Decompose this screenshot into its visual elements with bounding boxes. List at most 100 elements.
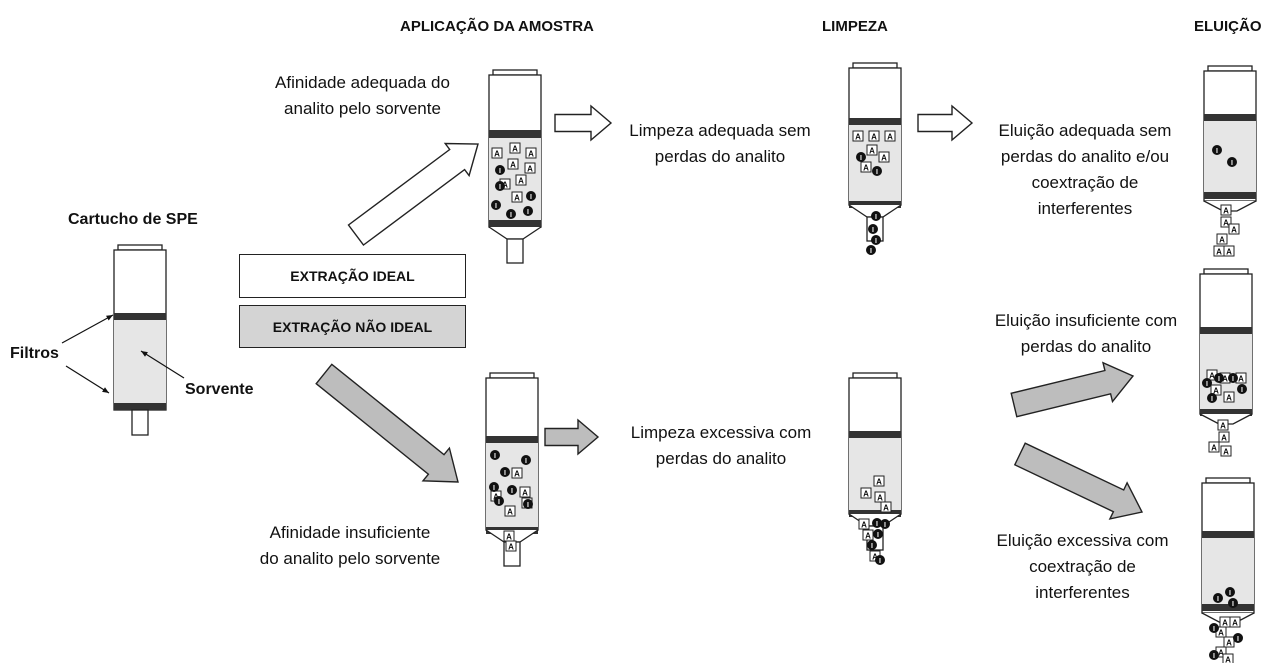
analyte-box [868, 130, 880, 142]
analyte-label: A [869, 146, 875, 155]
interferent-symbol: I [1233, 633, 1243, 643]
filter-top [1200, 327, 1252, 334]
interferent-dot [490, 450, 500, 460]
interferent-dot [507, 485, 517, 495]
analyte-symbol: A [503, 530, 515, 542]
analyte-label: A [493, 492, 499, 501]
analyte-symbol: A [1223, 391, 1235, 403]
interferent-symbol: I [875, 555, 885, 565]
pointer-head [102, 387, 109, 393]
interferent-label: I [499, 184, 501, 191]
interferent-dot [523, 206, 533, 216]
text-line: perdas do analito [654, 147, 786, 166]
analyte-box [1218, 431, 1230, 443]
ideal-extraction-box: EXTRAÇÃO IDEAL [239, 254, 466, 298]
interferent-dot [1237, 384, 1247, 394]
analyte-box [860, 487, 872, 499]
interferent-dot [1227, 157, 1237, 167]
pointer-head [141, 351, 148, 357]
cartridge-title: Cartucho de SPE [68, 211, 198, 228]
interferent-symbol: I [1228, 598, 1238, 608]
analyte-symbol: A [862, 529, 874, 541]
pointer-line [140, 350, 185, 379]
flange [852, 372, 898, 379]
sorbent [1204, 121, 1256, 192]
analyte-box [505, 540, 517, 552]
analyte-box [491, 147, 503, 159]
analyte-label: A [1221, 433, 1227, 442]
analyte-box [1216, 233, 1228, 245]
interferent-dot [495, 165, 505, 175]
interferent-symbol: I [526, 191, 536, 201]
interferent-symbol: I [872, 166, 882, 176]
analyte-box [1220, 445, 1232, 457]
analyte-box [524, 162, 536, 174]
analyte-label: A [1218, 628, 1224, 637]
analyte-label: A [1225, 655, 1231, 663]
interferent-label: I [1231, 160, 1233, 167]
tip-nozzle [506, 238, 524, 264]
filter-bottom [1204, 192, 1256, 199]
analyte-label: A [506, 532, 512, 541]
interferent-dot [868, 224, 878, 234]
analyte-box [1222, 653, 1234, 663]
analyte-label: A [872, 552, 878, 561]
flange [1205, 477, 1251, 484]
analyte-label: A [1219, 235, 1225, 244]
analyte-label: A [883, 503, 889, 512]
text-line: Limpeza adequada sem [629, 121, 811, 140]
analyte-label: A [1226, 393, 1232, 402]
interferent-symbol: I [868, 224, 878, 234]
analyte-label: A [527, 164, 533, 173]
tip-cone [488, 226, 542, 240]
text-line: Afinidade adequada do [275, 73, 450, 92]
interferent-symbol: I [521, 455, 531, 465]
non-ideal-elution-insufficient-text: Eluição insuficiente com perdas do anali… [975, 308, 1197, 360]
arrow-non-ideal-cleaning [544, 418, 600, 456]
filters-pointer-top [61, 314, 114, 344]
interferent-symbol: I [494, 496, 504, 506]
analyte-label: A [514, 469, 520, 478]
analyte-symbol: A [524, 162, 536, 174]
interferent-label: I [884, 522, 886, 529]
interferent-dot [872, 518, 882, 528]
interferent-label: I [1237, 636, 1239, 643]
interferent-symbol: I [489, 482, 499, 492]
analyte-label: A [1223, 218, 1229, 227]
interferent-dot [856, 152, 866, 162]
analyte-symbol: A [1213, 245, 1225, 257]
analyte-label: A [518, 176, 524, 185]
interferent-label: I [530, 194, 532, 201]
cartridge-ideal-elution [1203, 65, 1257, 212]
cartridge-elution-excessive [1201, 477, 1255, 624]
analyte-symbol: A [878, 151, 890, 163]
interferent-dot [1213, 593, 1223, 603]
analyte-box [858, 518, 870, 530]
interferent-label: I [511, 488, 513, 495]
analyte-box [866, 144, 878, 156]
filter-bottom [849, 510, 901, 517]
analyte-symbol: A [1223, 636, 1235, 648]
interferent-dot [521, 455, 531, 465]
interferent-label: I [876, 521, 878, 528]
analyte-label: A [1220, 421, 1226, 430]
interferent-label: I [1213, 653, 1215, 660]
analyte-symbol: A [507, 158, 519, 170]
interferent-dot [1228, 373, 1238, 383]
interferent-dot [1214, 373, 1224, 383]
analyte-box [862, 529, 874, 541]
interferent-label: I [1206, 381, 1208, 388]
analyte-box [511, 191, 523, 203]
analyte-label: A [865, 531, 871, 540]
analyte-label: A [1209, 371, 1215, 380]
analyte-symbol: A [860, 487, 872, 499]
analyte-box [1208, 441, 1220, 453]
analyte-box [852, 130, 864, 142]
interferent-dot [867, 540, 877, 550]
analyte-box [1223, 245, 1235, 257]
interferent-dot [1209, 623, 1219, 633]
interferent-label: I [860, 155, 862, 162]
analyte-label: A [1211, 443, 1217, 452]
analyte-label: A [861, 520, 867, 529]
